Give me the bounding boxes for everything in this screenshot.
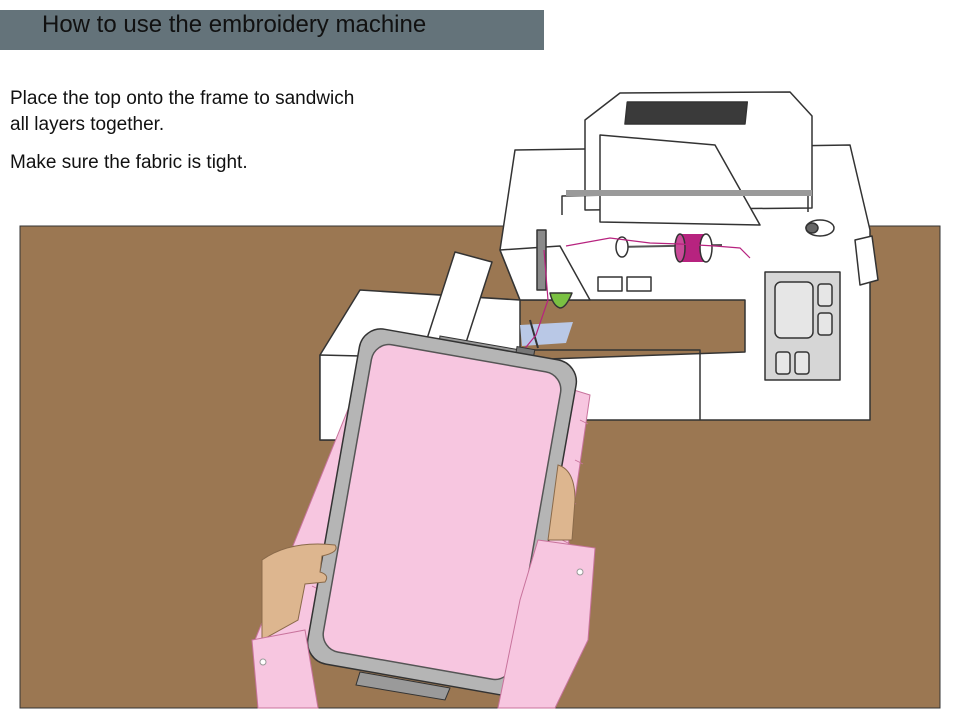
instructions: Place the top onto the frame to sandwich… (10, 86, 370, 188)
left-sleeve (251, 629, 319, 709)
instruction-step-1: Place the top onto the frame to sandwich… (10, 88, 355, 135)
right-hand (547, 464, 576, 541)
right-sleeve (497, 539, 596, 709)
embroidery-hoop (306, 328, 578, 701)
title-bar: How to use the embroidery machine (0, 10, 544, 50)
thread (565, 237, 751, 259)
page-title: How to use the embroidery machine (42, 11, 427, 38)
instruction-step-2: Make sure the fabric is tight. (10, 152, 248, 173)
left-hand (261, 543, 337, 641)
